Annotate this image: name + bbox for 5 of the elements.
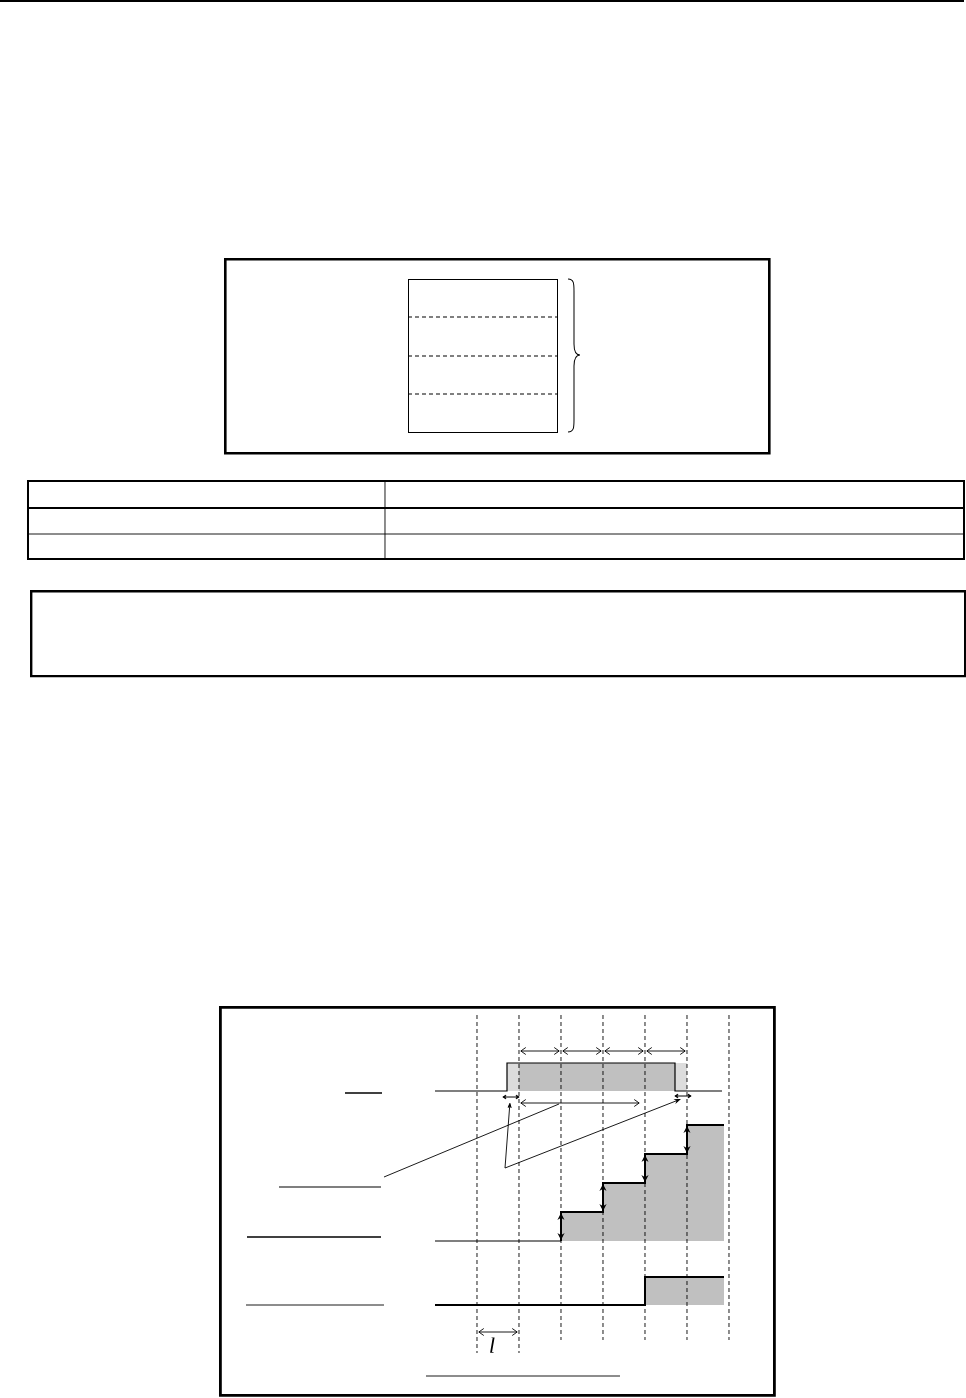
frame-box <box>224 258 771 455</box>
note-box <box>30 590 966 678</box>
frame-box <box>219 1006 776 1397</box>
stacked-box <box>407 279 558 433</box>
dimension-label: l <box>490 1337 495 1353</box>
